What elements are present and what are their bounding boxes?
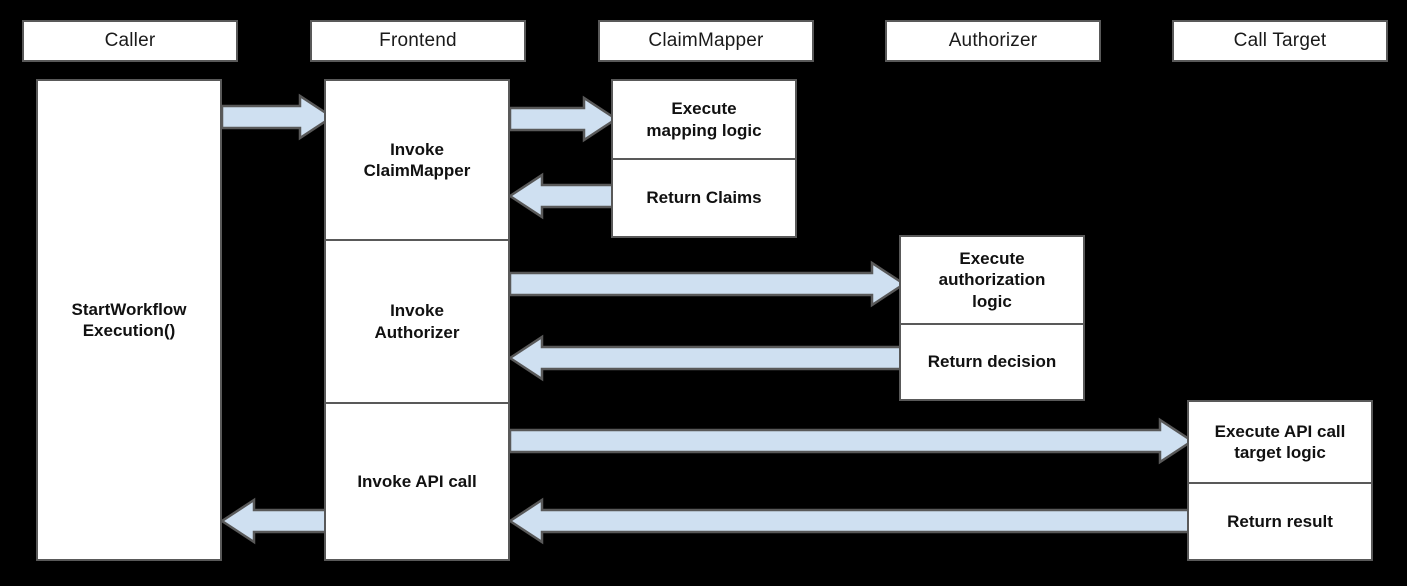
participant-header-calltarget: Call Target: [1172, 20, 1388, 62]
lifeline-frontend: Invoke ClaimMapper Invoke Authorizer Inv…: [324, 79, 510, 561]
participant-label: Caller: [104, 30, 156, 51]
lifeline-segment-execute-authorization-logic: Execute authorization logic: [938, 249, 1046, 311]
lifeline-calltarget: Execute API call target logic Return res…: [1187, 400, 1373, 561]
participant-label: ClaimMapper: [648, 30, 764, 51]
participant-header-frontend: Frontend: [310, 20, 526, 62]
lifeline-claimmapper: Execute mapping logic Return Claims: [611, 79, 797, 238]
lifeline-segment-invoke-authorizer: Invoke Authorizer: [326, 239, 508, 402]
lifeline-authorizer: Execute authorization logic Return decis…: [899, 235, 1085, 401]
arrow-claimmapper-to-frontend: [507, 172, 618, 220]
arrow-frontend-to-claimmapper: [508, 95, 619, 143]
lifeline-caller: StartWorkflow Execution(): [36, 79, 222, 561]
participant-label: Authorizer: [948, 30, 1038, 51]
lifeline-segment-return-result: Return result: [1189, 482, 1371, 559]
participant-label: Frontend: [379, 30, 457, 51]
participant-header-caller: Caller: [22, 20, 238, 62]
lifeline-segment-startworkflow: StartWorkflow Execution(): [71, 299, 187, 340]
arrow-frontend-to-authorizer: [508, 260, 907, 308]
participant-header-claimmapper: ClaimMapper: [598, 20, 814, 62]
lifeline-segment-execute-api-call-target-logic: Execute API call target logic: [1214, 421, 1346, 462]
arrow-calltarget-to-frontend: [507, 497, 1194, 545]
lifeline-segment-execute-mapping-logic: Execute mapping logic: [646, 99, 762, 140]
arrow-caller-to-frontend: [220, 93, 335, 141]
lifeline-segment-invoke-api-call: Invoke API call: [326, 402, 508, 559]
participant-header-authorizer: Authorizer: [885, 20, 1101, 62]
arrow-authorizer-to-frontend: [507, 334, 906, 382]
lifeline-segment-return-decision: Return decision: [901, 323, 1083, 399]
arrow-frontend-to-calltarget: [508, 417, 1195, 465]
lifeline-segment-return-claims: Return Claims: [613, 158, 795, 236]
participant-label: Call Target: [1233, 30, 1327, 51]
arrow-frontend-to-caller: [219, 497, 334, 545]
lifeline-segment-invoke-claimmapper: Invoke ClaimMapper: [363, 139, 471, 180]
